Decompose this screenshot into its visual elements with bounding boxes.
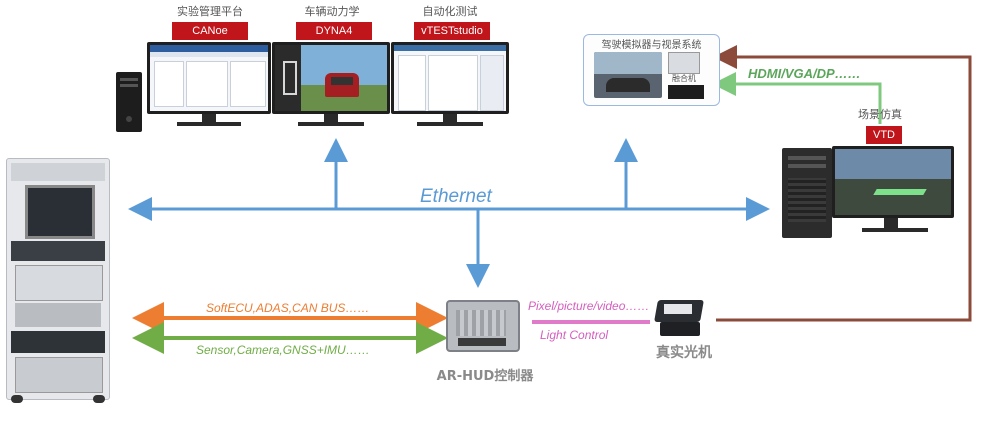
ecu-label: AR-HUD控制器 (436, 369, 534, 384)
fusion-unit-label: 融合机 (672, 74, 696, 83)
vtd-tower (782, 148, 832, 238)
softecu-label: SoftECU,ADAS,CAN BUS…… (206, 301, 370, 315)
hdmi-line (712, 72, 882, 124)
vtd-label: VTD (866, 126, 902, 144)
caption-dyna4: 车辆动力学 (304, 5, 360, 18)
vtd-caption: 场景仿真 (858, 108, 902, 121)
projector-label: 真实光机 (656, 345, 712, 361)
light-label: Light Control (540, 328, 609, 342)
caption-vtest: 自动化测试 (422, 5, 478, 18)
vtd-video-loop (713, 45, 972, 322)
sim-cockpit-image (594, 52, 662, 98)
monitor-dyna4 (272, 42, 390, 126)
vtd-monitor (832, 146, 954, 232)
monitor-canoe (147, 42, 271, 126)
hil-rack (6, 158, 110, 403)
caption-canoe: 实验管理平台 (177, 5, 243, 18)
sensor-label: Sensor,Camera,GNSS+IMU…… (196, 343, 370, 357)
projector-image (654, 300, 708, 340)
label-canoe: CANoe (172, 22, 248, 40)
monitor-vtest (391, 42, 509, 126)
label-dyna4: DYNA4 (296, 22, 372, 40)
label-vtest: vTESTstudio (414, 22, 490, 40)
hdmi-label: HDMI/VGA/DP…… (748, 66, 861, 81)
fusion-unit-image (668, 52, 700, 74)
driving-sim-caption: 驾驶模拟器与视景系统 (601, 40, 702, 51)
pixel-label: Pixel/picture/video…… (528, 299, 650, 313)
ethernet-label: Ethernet (420, 186, 492, 207)
fusion-box-image (668, 85, 704, 99)
pc-tower (116, 72, 142, 132)
driving-sim-box: 驾驶模拟器与视景系统 融合机 (583, 34, 720, 106)
ar-hud-ecu-image (446, 300, 520, 352)
